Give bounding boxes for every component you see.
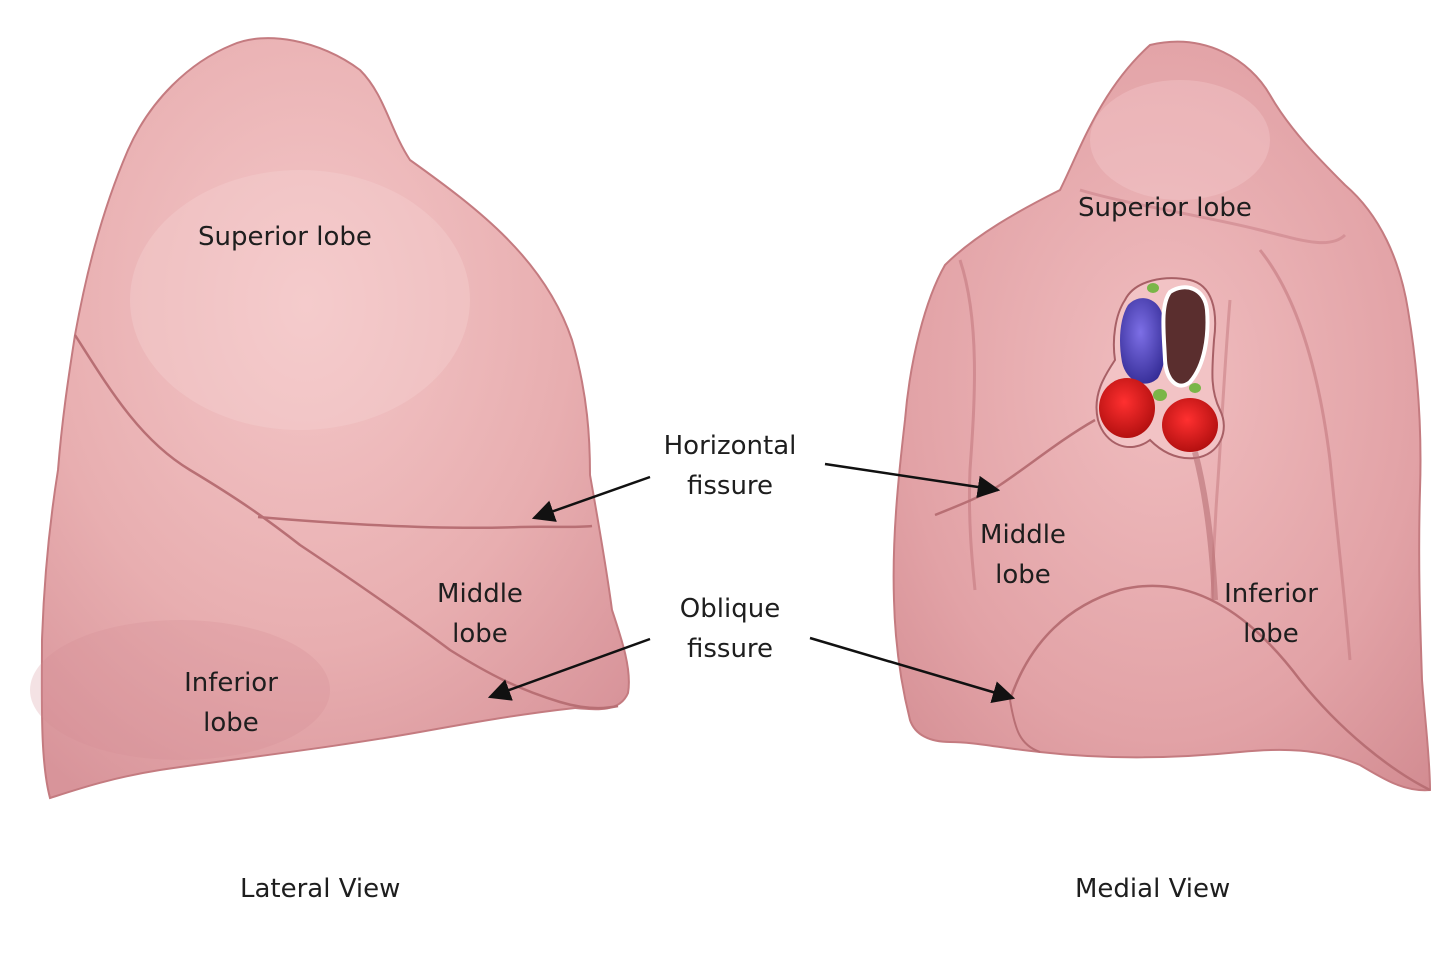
medial-highlight [1090, 80, 1270, 200]
lateral-highlight [130, 170, 470, 430]
horizontal-fissure-line1: Horizontal [663, 431, 797, 461]
lateral-inferior-lobe-line1: Inferior [184, 668, 278, 698]
medial-view-caption: Medial View [1075, 874, 1231, 904]
lateral-shadow [30, 620, 330, 760]
medial-middle-lobe-label: Middle lobe [962, 515, 1084, 595]
lateral-view-caption: Lateral View [240, 874, 401, 904]
medial-middle-lobe-line2: lobe [995, 560, 1051, 590]
lateral-middle-lobe-line2: lobe [452, 619, 508, 649]
medial-ridge-1 [958, 259, 977, 591]
lateral-inferior-lobe-line2: lobe [203, 708, 259, 738]
lateral-inferior-lobe-label: Inferior lobe [170, 663, 292, 743]
arrow-horizontal-lateral [531, 475, 651, 522]
medial-inferior-lobe-line2: lobe [1243, 619, 1299, 649]
lateral-lung-outline [40, 37, 630, 800]
medial-inferior-lobe-line1: Inferior [1224, 579, 1318, 609]
arrow-oblique-medial [809, 636, 1016, 704]
medial-lung [892, 40, 1432, 792]
oblique-fissure-label: Oblique fissure [655, 589, 805, 669]
lateral-middle-lobe-label: Middle lobe [420, 574, 540, 654]
pulmonary-ligament [1192, 451, 1218, 601]
oblique-fissure-line1: Oblique [679, 594, 781, 624]
hilum [1095, 277, 1225, 601]
medial-upper-band [1079, 188, 1347, 245]
lymph-node-1 [1153, 389, 1167, 401]
arrow-horizontal-medial [824, 462, 1001, 499]
vein-icon [1120, 298, 1166, 384]
lateral-lung [30, 37, 630, 800]
lymph-node-2 [1147, 283, 1159, 293]
lateral-oblique-fissure [73, 334, 619, 710]
lateral-horizontal-fissure [257, 515, 593, 530]
horizontal-fissure-label: Horizontal fissure [648, 426, 812, 506]
horizontal-fissure-line2: fissure [686, 471, 774, 501]
medial-oblique-fissure [1008, 584, 1431, 792]
lateral-superior-lobe-label: Superior lobe [198, 222, 372, 252]
medial-inferior-lobe-label: Inferior lobe [1210, 574, 1332, 654]
medial-inferior-lower [1009, 699, 1041, 753]
bronchus-icon [1161, 285, 1210, 388]
medial-ridge-2 [1258, 249, 1352, 661]
medial-middle-lobe-line1: Middle [980, 520, 1066, 550]
lymph-node-3 [1189, 383, 1201, 393]
oblique-fissure-line2: fissure [686, 634, 774, 664]
arrow-oblique-lateral [487, 637, 651, 701]
medial-superior-lobe-label: Superior lobe [1078, 193, 1252, 223]
lateral-middle-lobe-line1: Middle [437, 579, 523, 609]
artery-icon-right [1162, 398, 1218, 452]
artery-icon-left [1099, 378, 1155, 438]
